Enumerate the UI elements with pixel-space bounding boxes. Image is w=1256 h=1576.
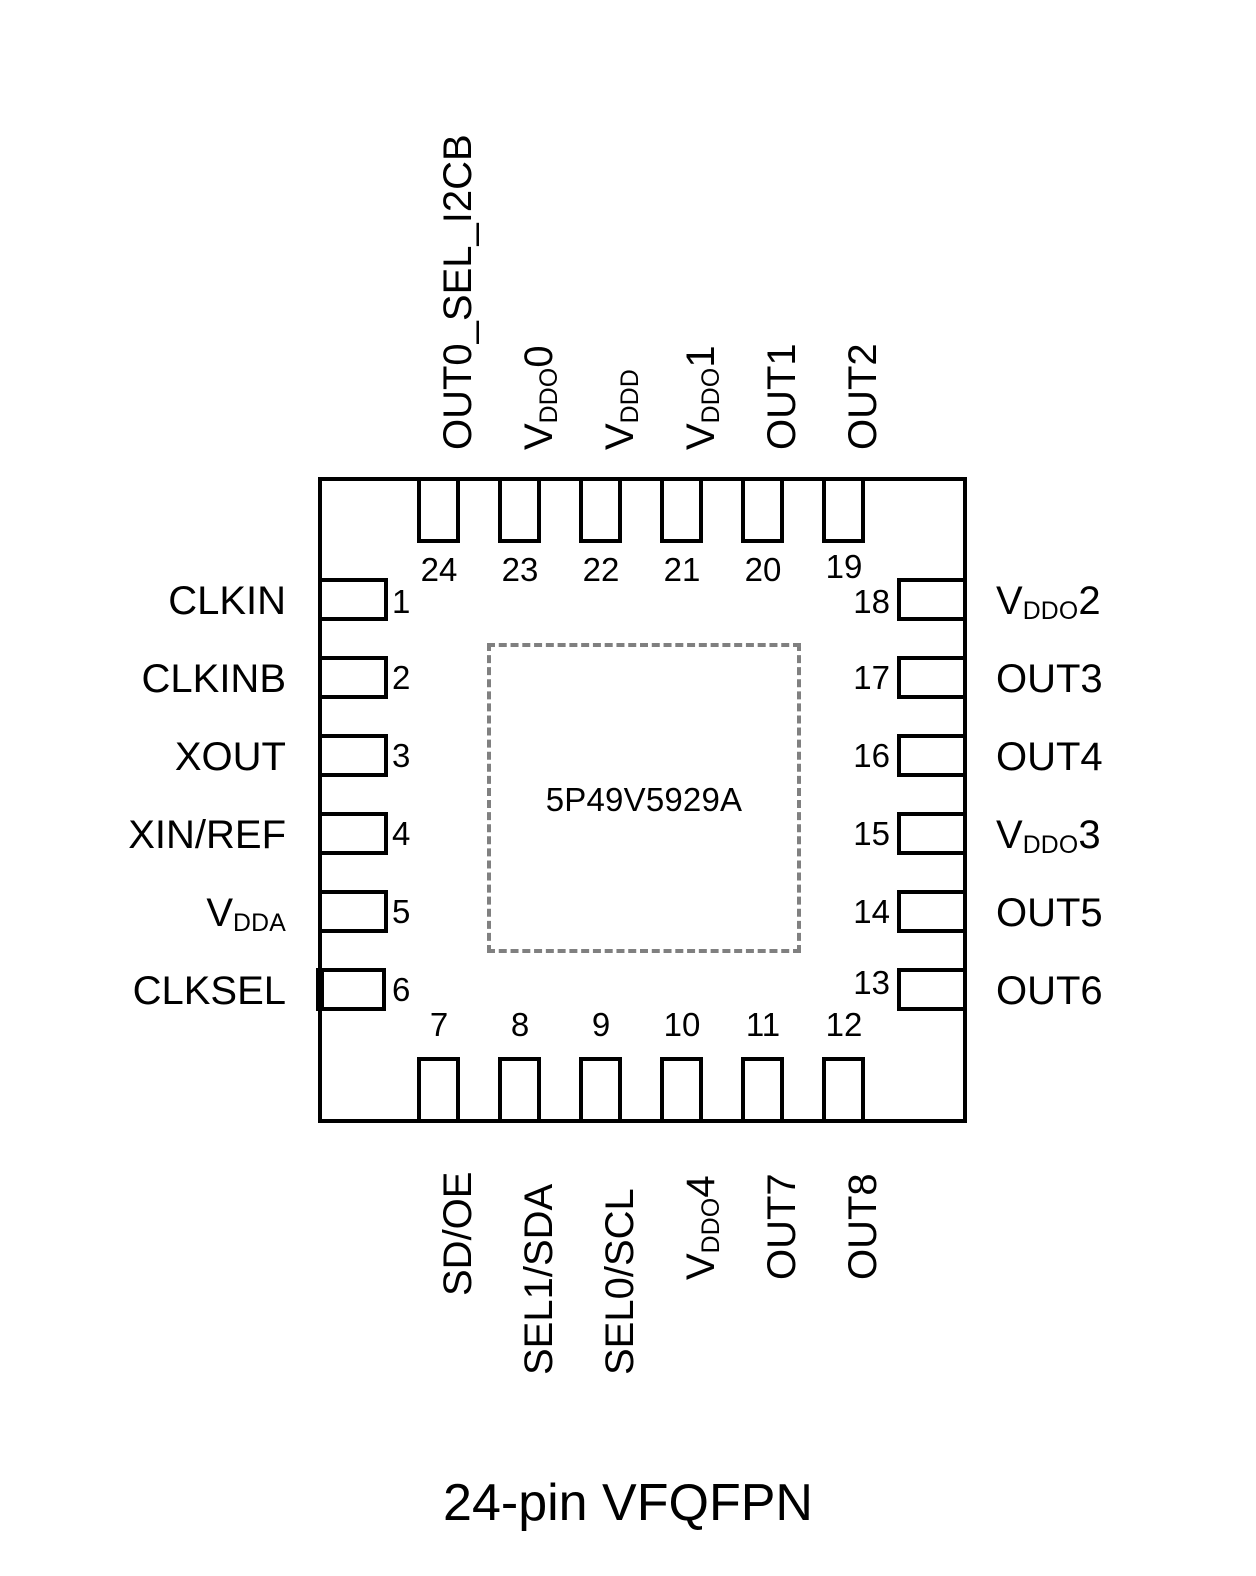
pin-number-9: 9 [591, 1006, 611, 1043]
pin-pad-19 [822, 477, 865, 543]
pin-number-1: 1 [392, 583, 411, 620]
pin-number-20: 20 [744, 551, 782, 588]
pin-label-11: OUT7 [760, 1173, 804, 1280]
pin-pad-14 [897, 890, 967, 933]
pin-pad-10 [660, 1057, 703, 1123]
pin-label-24: OUT0_SEL_I2CB [436, 134, 480, 450]
pin-number-6: 6 [392, 971, 411, 1008]
pin-label-16: OUT4 [996, 735, 1103, 779]
part-number-label: 5P49V5929A [545, 781, 743, 818]
pin-label-10: VDDO4 [679, 1175, 726, 1280]
exposed-die-pad: 5P49V5929A [487, 643, 801, 953]
pin-number-11: 11 [745, 1006, 781, 1043]
pin-pad-9 [579, 1057, 622, 1123]
pin-pad-13 [897, 968, 967, 1011]
package-caption: 24-pin VFQFPN [443, 1474, 813, 1532]
pin-number-5: 5 [392, 893, 411, 930]
pin-pad-24 [417, 477, 460, 543]
pin-label-15: VDDO3 [996, 813, 1101, 860]
pin-label-1: CLKIN [168, 579, 286, 623]
pin-label-23: VDDO0 [517, 345, 564, 450]
pin-pad-1 [318, 578, 388, 621]
pin-pad-7 [417, 1057, 460, 1123]
pin-label-6: CLKSEL [132, 969, 286, 1013]
pin-pad-16 [897, 734, 967, 777]
pin-number-23: 23 [501, 551, 539, 588]
pin-number-15: 15 [853, 815, 890, 852]
pin-number-10: 10 [663, 1006, 701, 1043]
pin-label-8: SEL1/SDA [517, 1183, 561, 1375]
pin-number-8: 8 [510, 1006, 530, 1043]
pin-label-14: OUT5 [996, 891, 1103, 935]
pin-pad-22 [579, 477, 622, 543]
pin-number-3: 3 [392, 737, 411, 774]
pin-label-2: CLKINB [141, 657, 287, 701]
pin-label-5: VDDA [206, 891, 286, 938]
pin-pad-5 [318, 890, 388, 933]
pin-label-3: XOUT [174, 735, 286, 779]
pin-pad-11 [741, 1057, 784, 1123]
pin-label-18: VDDO2 [996, 579, 1101, 626]
pin-pad-8 [498, 1057, 541, 1123]
pin-pad-23 [498, 477, 541, 543]
pin-pad-20 [741, 477, 784, 543]
pin-number-18: 18 [853, 583, 890, 620]
pin-label-9: SEL0/SCL [598, 1188, 642, 1375]
pin-label-12: OUT8 [841, 1173, 885, 1280]
pin-number-19: 19 [825, 548, 863, 585]
pin-label-21: VDDO1 [679, 345, 726, 450]
pin-number-4: 4 [392, 815, 411, 852]
pin-number-14: 14 [853, 893, 890, 930]
pin-pad-12 [822, 1057, 865, 1123]
pin-pad-6 [316, 968, 386, 1011]
pin-label-20: OUT1 [760, 343, 804, 450]
pin-number-2: 2 [392, 659, 411, 696]
pin-number-21: 21 [663, 551, 701, 588]
pin-label-17: OUT3 [996, 657, 1103, 701]
pin-pad-15 [897, 812, 967, 855]
pin-label-13: OUT6 [996, 969, 1103, 1013]
pin-label-7: SD/OE [436, 1171, 480, 1296]
pin-number-24: 24 [420, 551, 458, 588]
pin-label-22: VDDD [598, 368, 645, 450]
pin-number-7: 7 [429, 1006, 449, 1043]
pin-pad-18 [897, 578, 967, 621]
pin-number-16: 16 [853, 737, 890, 774]
pin-pad-2 [318, 656, 388, 699]
pin-number-17: 17 [853, 659, 890, 696]
pin-pad-21 [660, 477, 703, 543]
pin-pad-17 [897, 656, 967, 699]
pin-number-22: 22 [582, 551, 620, 588]
pin-label-4: XIN/REF [128, 813, 286, 857]
pin-number-13: 13 [853, 964, 890, 1001]
pin-pad-3 [318, 734, 388, 777]
pin-label-19: OUT2 [841, 343, 885, 450]
pin-number-12: 12 [825, 1006, 863, 1043]
pin-pad-4 [318, 812, 388, 855]
